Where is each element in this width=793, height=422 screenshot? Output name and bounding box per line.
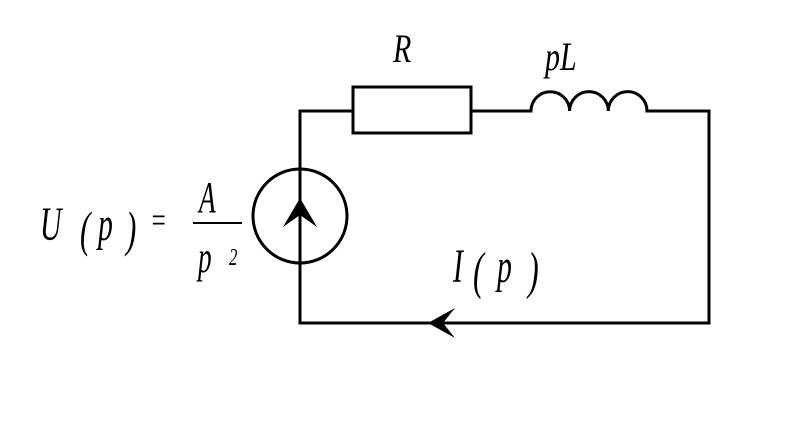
circuit-wires	[298, 109, 711, 325]
fraction-denominator: p	[196, 232, 212, 281]
wire-left-top	[298, 109, 355, 172]
symbol-close-paren: )	[125, 202, 137, 258]
current-source-icon	[251, 167, 349, 265]
current-open-paren: (	[473, 242, 486, 300]
inductor-coil-icon	[529, 90, 649, 112]
symbol-U: U	[40, 197, 63, 251]
source-arrow-icon	[283, 198, 317, 227]
resistor-label: R	[392, 26, 411, 71]
fraction-exponent: 2	[229, 245, 237, 270]
inductor-label: pL	[542, 34, 576, 79]
symbol-open-paren: (	[80, 202, 92, 258]
current-symbol-p: p	[495, 239, 512, 293]
fraction-numerator: A	[198, 172, 217, 221]
current-expression: I ( p )	[452, 239, 538, 300]
resistor-symbol	[351, 85, 473, 135]
current-close-paren: )	[526, 242, 539, 300]
fraction-expression: A p 2	[193, 172, 242, 282]
current-direction-arrow-icon	[428, 308, 455, 338]
symbol-p: p	[96, 197, 113, 251]
symbol-equals: =	[150, 200, 167, 241]
wire-right-loop	[298, 109, 711, 325]
current-symbol-I: I	[452, 239, 464, 293]
source-voltage-expression: U ( p ) =	[40, 197, 167, 258]
